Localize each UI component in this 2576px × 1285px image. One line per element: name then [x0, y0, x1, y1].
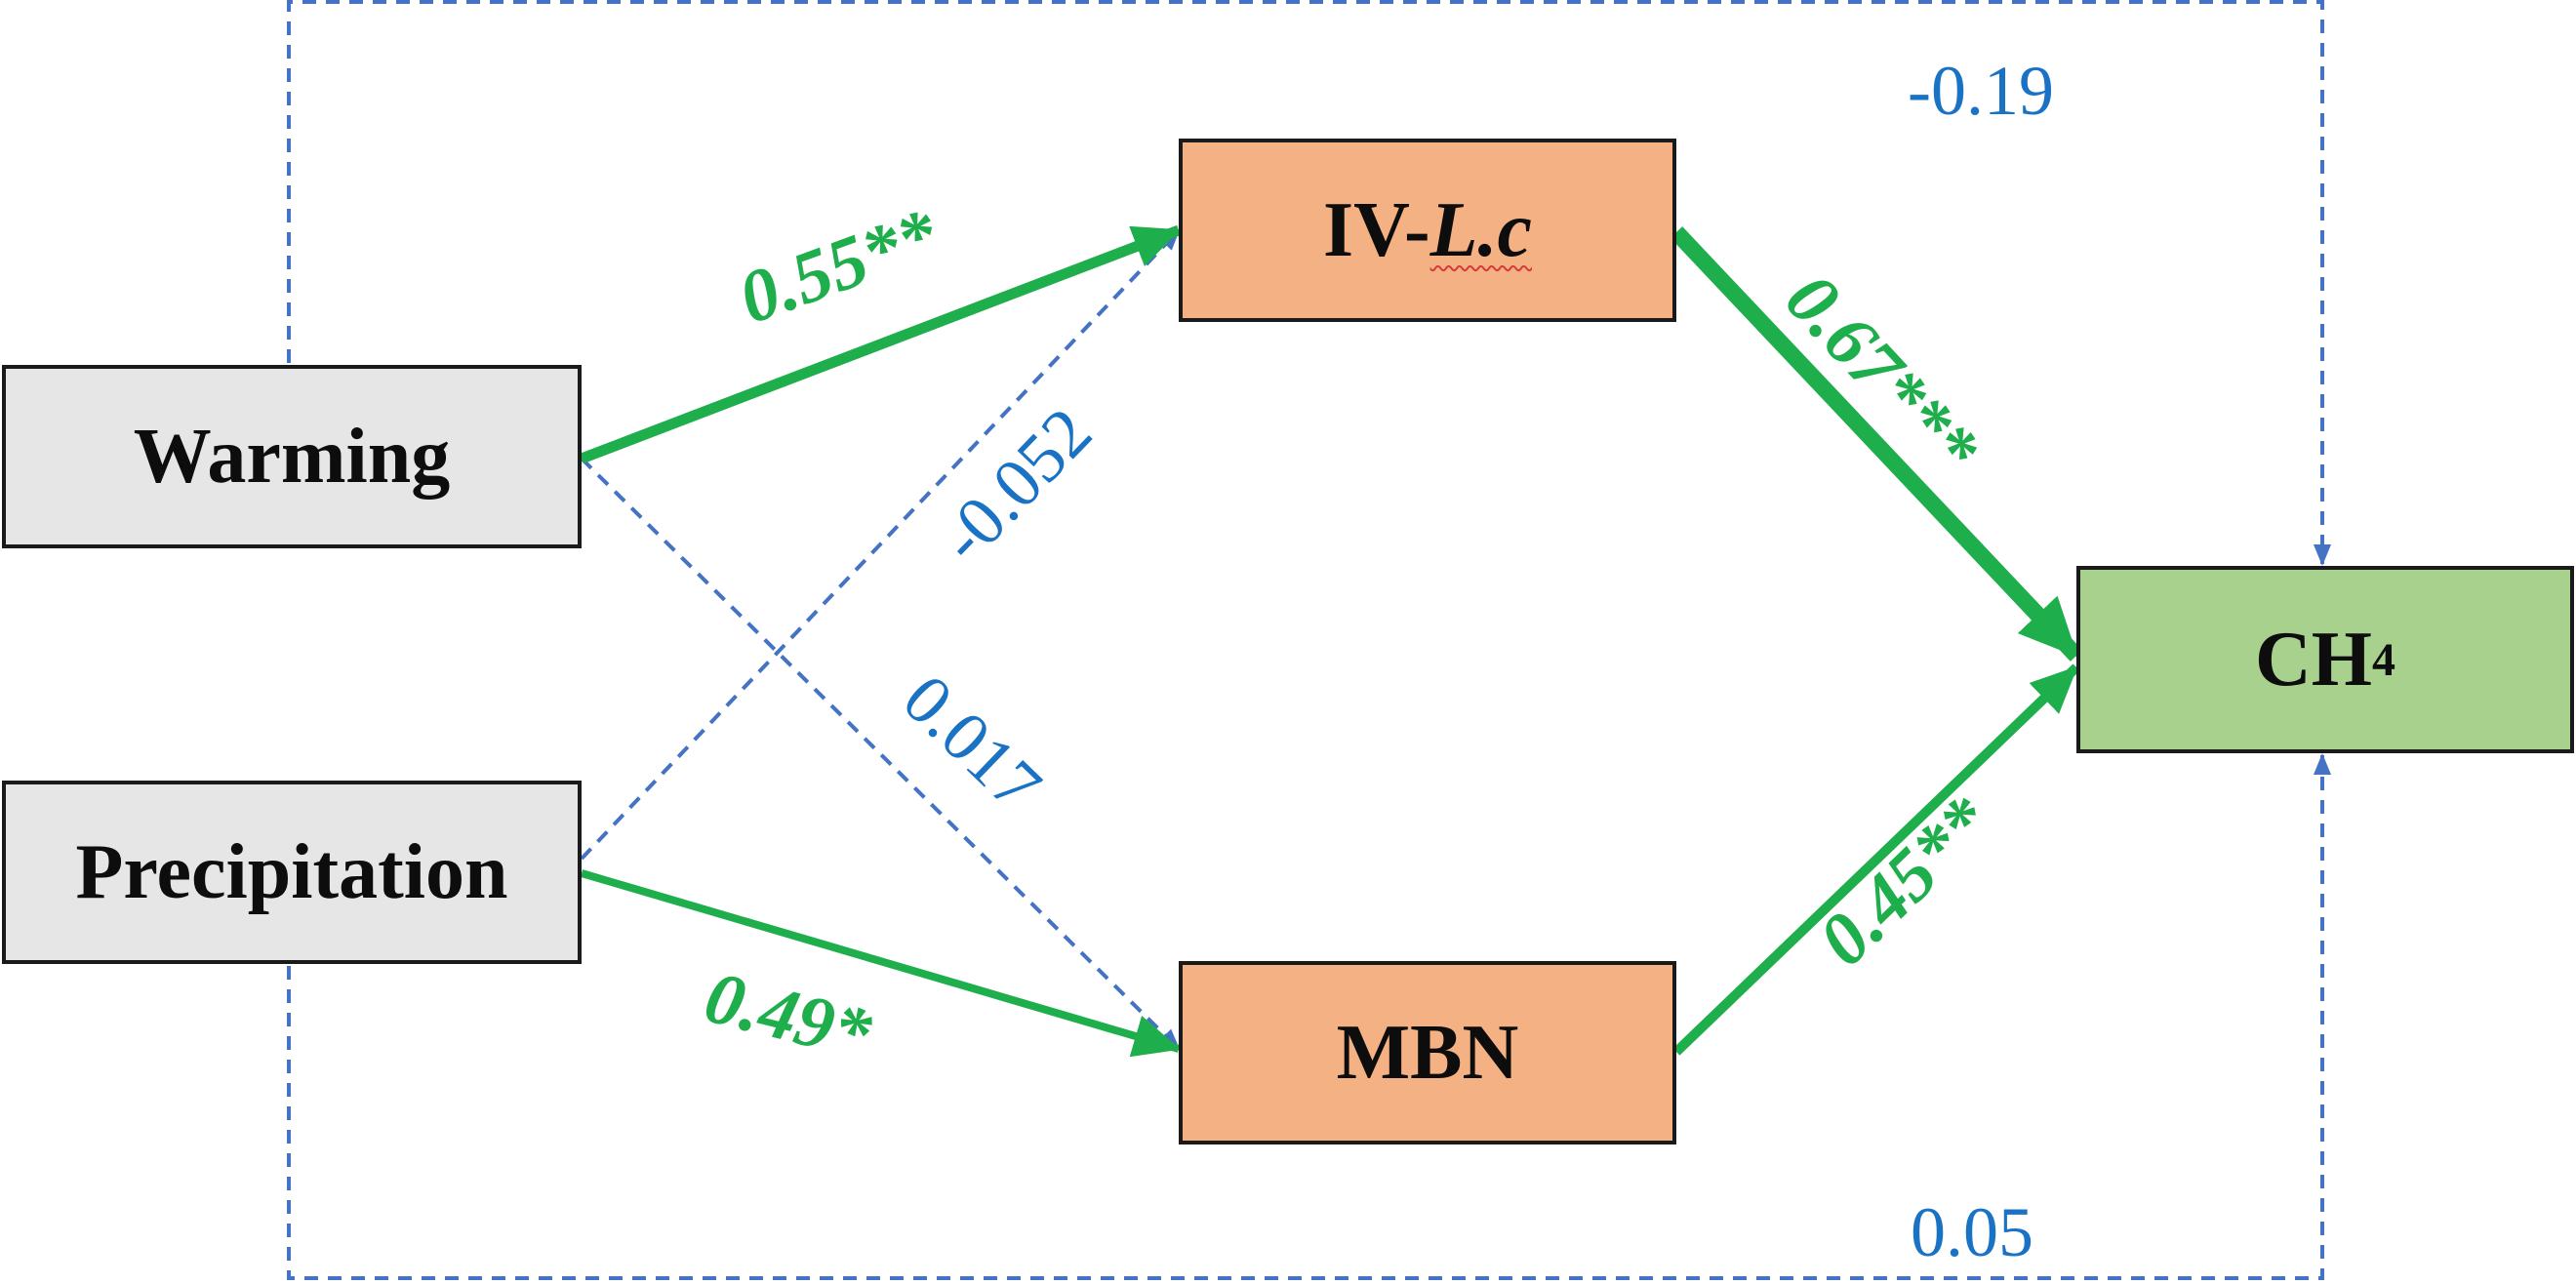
coef-precipitation-ch4: 0.05 [1911, 1193, 2033, 1271]
path-mbn-ch4 [1672, 663, 2080, 1056]
path-precipitation-ch4 [287, 753, 2331, 1280]
path-warming-ch4 [287, 0, 2331, 566]
path-precipitation-iv [580, 228, 1181, 861]
coef-warming-ch4: -0.19 [1908, 52, 2054, 130]
node-precipitation-label: Precipitation [75, 828, 508, 915]
node-ch4-subscript: 4 [2372, 633, 2395, 686]
node-iv-prefix: IV- [1323, 186, 1430, 273]
node-mbn-label: MBN [1336, 1009, 1519, 1096]
path-warming-iv [580, 224, 1181, 464]
node-warming: Warming [2, 365, 582, 548]
node-precipitation: Precipitation [2, 781, 582, 964]
node-iv-lc: IV-L.c [1179, 139, 1676, 322]
node-mbn: MBN [1179, 961, 1676, 1144]
node-iv-italic: L.c [1429, 186, 1532, 273]
path-precipitation-mbn [580, 869, 1181, 1058]
node-warming-label: Warming [133, 413, 451, 500]
path-iv-ch4 [1670, 226, 2083, 662]
node-ch4-main: CH [2255, 616, 2372, 703]
